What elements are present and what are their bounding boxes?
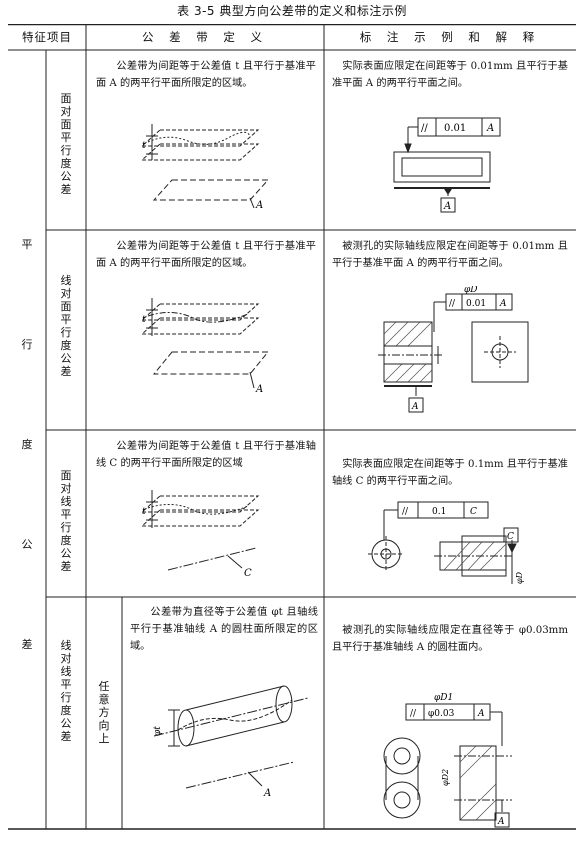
table-title: 表 3-5 典型方向公差带的定义和标注示例 [177,4,407,18]
row-name: 面对面平行度公差 [60,92,72,196]
datum-box-letter: A [497,817,505,827]
t-label: t [142,315,146,325]
definition-text: 公差带为直径等于公差值 φt 且轴线平行于基准轴线 A 的圆柱面所限定的区域。 [130,607,318,652]
category-char: 平 [21,238,33,251]
tolerance-value: φ0.03 [428,709,455,719]
annotation-figure: // 0.01 A A [388,114,538,226]
t-label: t [142,141,146,151]
datum-label: C [244,568,252,579]
tolerance-value: 0.01 [444,123,466,134]
header-definition: 公 差 带 定 义 [141,30,269,44]
example-text: 被测孔的实际轴线应限定在直径等于 φ0.03mm 且平行于基准轴线 A 的圆柱面… [332,625,568,653]
symbol-text: // [410,709,417,719]
tolerance-value: 0.01 [466,299,486,309]
datum-box-letter: A [411,402,419,412]
t-label: t [142,507,146,517]
row-subname: 任意方向上 [98,680,110,745]
dimension-label: φD [464,286,478,295]
datum-letter: A [477,709,485,719]
row-name: 线对面平行度公差 [60,274,72,378]
t-label: φt [153,726,163,736]
datum-letter: A [486,123,494,134]
category-char: 度 [21,438,33,451]
category-char: 公 [21,538,33,551]
example-text: 被测孔的实际轴线应限定在间距等于 0.01mm 且平行于基准平面 A 的两平行平… [332,241,568,269]
annotation-figure: // 0.1 C C φD [360,500,570,600]
dimension-label-2: φD2 [441,769,450,786]
annotation-figure: φD // 0.01 A A [376,285,566,430]
datum-letter: A [499,299,507,309]
symbol-text: // [421,123,428,134]
datum-box-letter: C [507,532,514,542]
example-text: 实际表面应限定在间距等于 0.01mm 且平行于基准平面 A 的两平行平面之间。 [332,61,568,89]
definition-text: 公差带为间距等于公差值 t 且平行于基准平面 A 的两平行平面所限定的区域。 [96,241,316,269]
symbol-text: // [449,299,456,309]
annotation-figure: φD1 // φ0.03 A φD2 A [376,686,566,832]
tolerance-table: 特征项目 公 差 带 定 义 标 注 示 例 和 解 释 平 行 度 公 差 面… [8,24,576,830]
datum-label: A [263,788,271,799]
definition-text: 公差带为间距等于公差值 t 且平行于基准轴线 C 的两平行平面所限定的区域 [96,441,316,469]
datum-letter: C [470,507,477,517]
tolerance-zone-figure: t C [128,482,268,600]
header-feature: 特征项目 [22,30,72,44]
header-example: 标 注 示 例 和 解 释 [359,30,541,44]
category-char: 行 [21,338,33,351]
datum-box-letter: A [443,201,451,212]
category-char: 差 [21,638,33,651]
dimension-label: φD1 [434,693,453,703]
example-text: 实际表面应限定在间距等于 0.1mm 且平行于基准轴线 C 的两平行平面之间。 [332,459,568,487]
row-name: 面对线平行度公差 [60,469,72,573]
tolerance-value: 0.1 [432,507,446,517]
tolerance-zone-figure: t A [128,108,270,212]
tolerance-zone-figure: t A [128,290,270,404]
symbol-text: // [402,507,409,517]
table-grid [8,24,576,830]
datum-label: A [255,384,263,395]
dimension-label: φD [515,571,524,584]
row-name: 线对线平行度公差 [60,639,72,743]
definition-text: 公差带为间距等于公差值 t 且平行于基准平面 A 的两平行平面所限定的区域。 [96,61,316,89]
tolerance-zone-figure: φt A [134,670,314,804]
datum-label: A [255,200,263,208]
